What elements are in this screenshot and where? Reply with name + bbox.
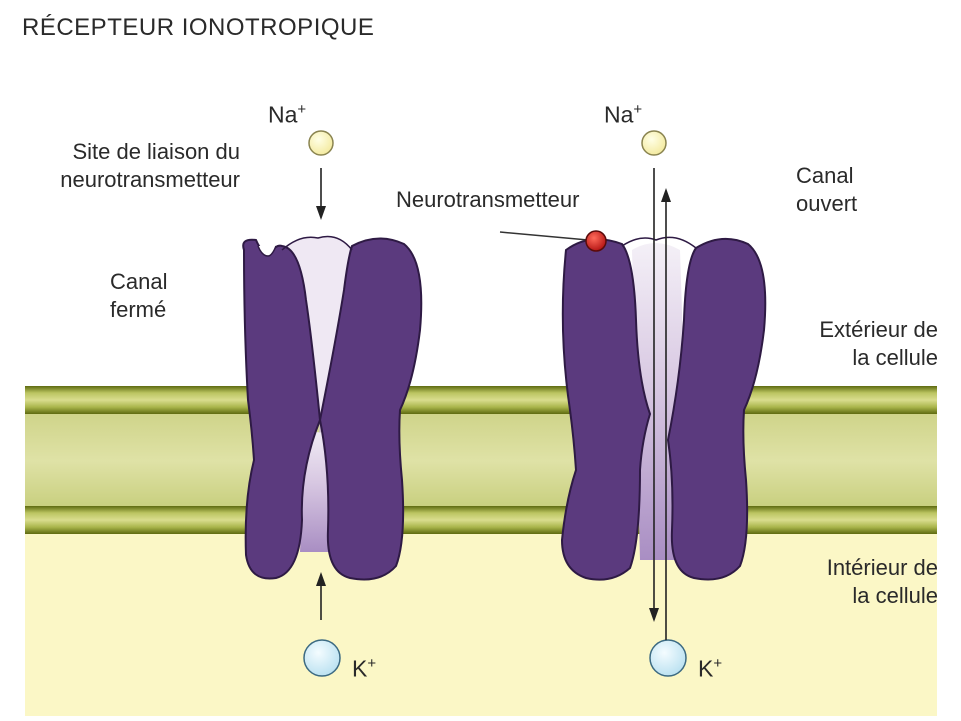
cell-interior (25, 520, 937, 716)
inside-cell-line1: Intérieur de (826, 555, 938, 580)
outside-cell-line1: Extérieur de (819, 317, 938, 342)
sodium-label-open: Na+ (604, 101, 643, 128)
sodium-influx-arrow (649, 168, 659, 622)
outside-cell-label: Extérieur de la cellule (760, 316, 938, 372)
closed-channel-right-subunit (318, 237, 423, 581)
outside-cell-line2: la cellule (852, 345, 938, 370)
closed-channel-top-rim (281, 235, 353, 251)
binding-site-label: Site de liaison du neurotransmetteur (40, 138, 240, 194)
closed-outward-arrow (316, 572, 326, 620)
potassium-label-closed: K+ (352, 655, 377, 682)
cell-membrane (25, 386, 937, 534)
neurotransmitter-molecule (585, 230, 607, 252)
potassium-efflux-arrow (661, 188, 671, 640)
inside-cell-label: Intérieur de la cellule (760, 554, 938, 610)
open-channel-right-subunit (666, 237, 767, 581)
potassium-ion-open (649, 639, 687, 677)
diagram-title: RÉCEPTEUR IONOTROPIQUE (22, 14, 375, 41)
neurotransmitter-label: Neurotransmetteur (396, 187, 580, 212)
binding-site-line2: neurotransmetteur (60, 167, 240, 192)
open-channel (560, 236, 767, 581)
open-channel-line1: Canal (796, 163, 854, 188)
open-channel-top-rim (621, 236, 697, 249)
potassium-ion-closed (303, 639, 341, 677)
inside-cell-line2: la cellule (852, 583, 938, 608)
closed-channel-label: Canal fermé (110, 268, 167, 324)
neurotransmitter-leader-line (499, 231, 589, 241)
sodium-ion-open (641, 130, 667, 156)
binding-site-notch (257, 245, 277, 257)
binding-site-line1: Site de liaison du (72, 139, 240, 164)
closed-channel-line2: fermé (110, 297, 167, 322)
closed-channel (242, 235, 423, 581)
closed-inward-arrow (316, 168, 326, 220)
potassium-label-open: K+ (698, 655, 723, 682)
open-channel-left-subunit (560, 238, 652, 581)
sodium-label-closed: Na+ (268, 101, 307, 128)
closed-channel-line1: Canal (110, 269, 168, 294)
sodium-ion-closed (308, 130, 334, 156)
open-channel-line2: ouvert (796, 191, 858, 216)
open-channel-label: Canal ouvert (796, 162, 857, 218)
